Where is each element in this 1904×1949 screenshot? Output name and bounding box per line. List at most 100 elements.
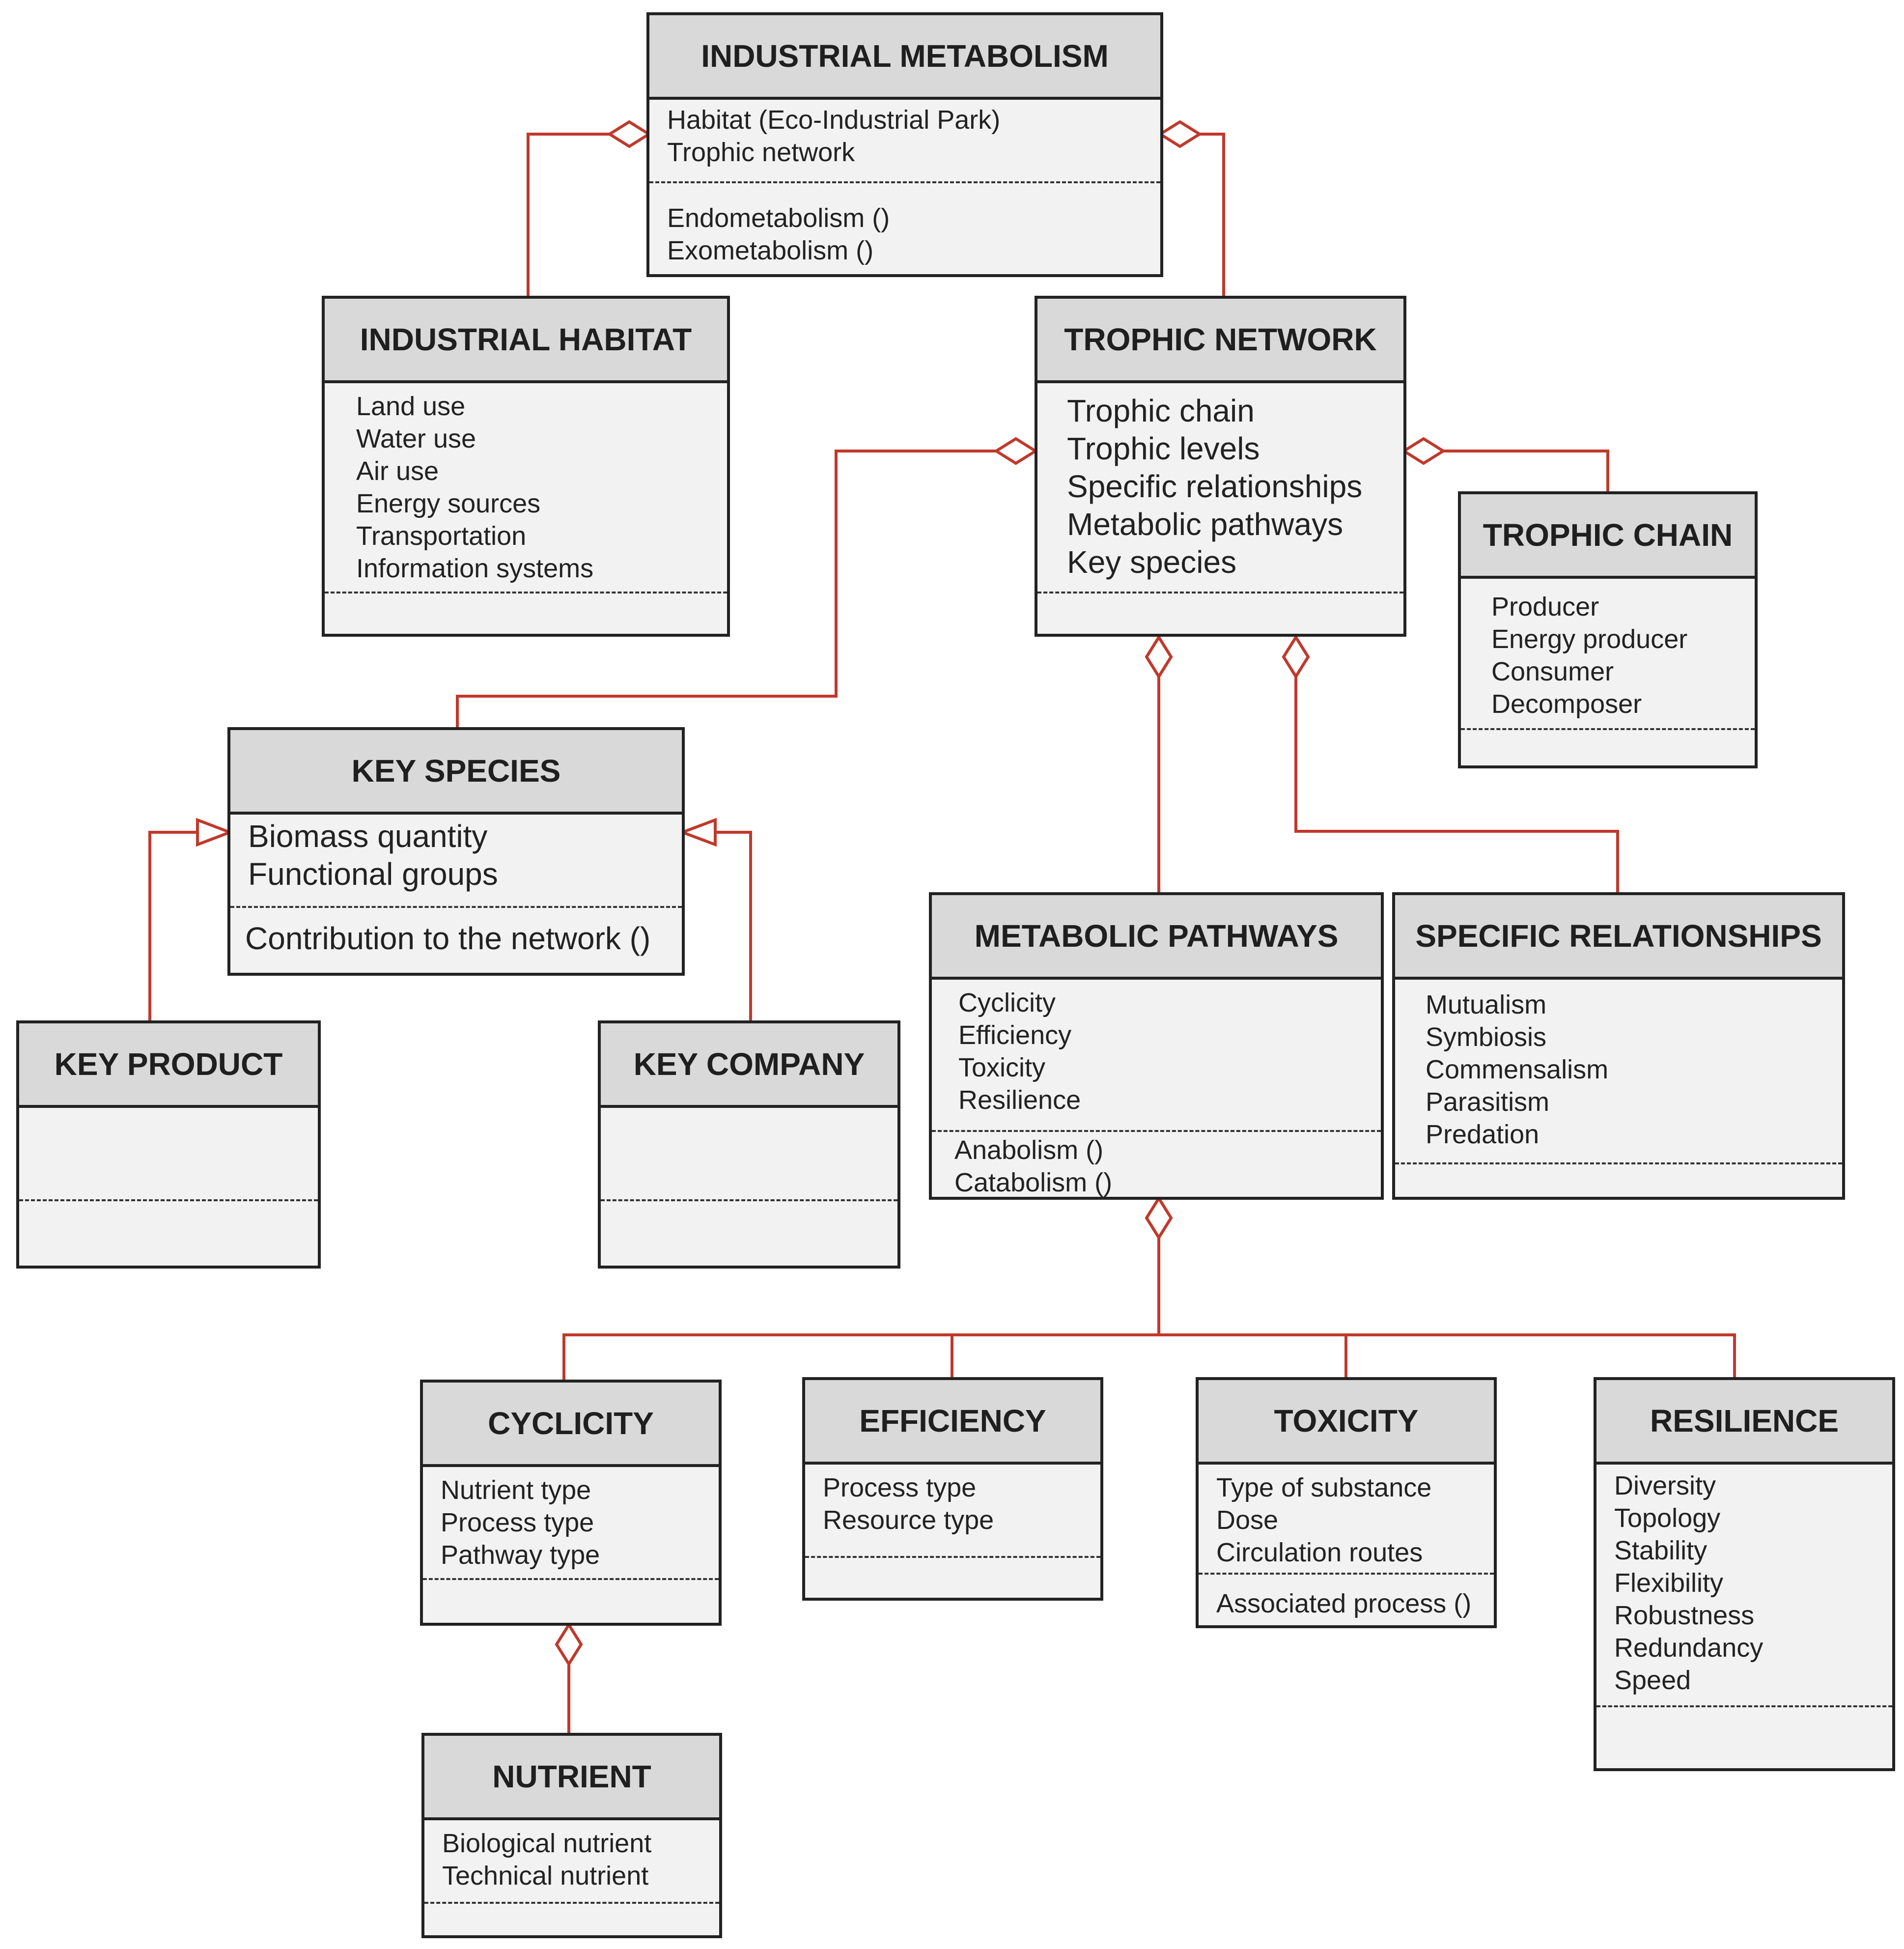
class-title: EFFICIENCY bbox=[805, 1380, 1100, 1465]
class-attributes bbox=[601, 1108, 897, 1201]
operation-item: Anabolism () bbox=[954, 1135, 1104, 1165]
attribute-item: Nutrient type bbox=[441, 1475, 591, 1505]
class-attributes bbox=[19, 1108, 318, 1201]
class-title: TOXICITY bbox=[1199, 1380, 1494, 1465]
class-box-resilience: RESILIENCE Diversity Topology Stability … bbox=[1594, 1377, 1895, 1771]
class-title: KEY SPECIES bbox=[230, 730, 682, 815]
attribute-item: Toxicity bbox=[958, 1053, 1046, 1082]
attribute-item: Functional groups bbox=[248, 856, 498, 892]
class-title: RESILIENCE bbox=[1596, 1380, 1892, 1465]
class-box-cyclicity: CYCLICITY Nutrient type Process type Pat… bbox=[420, 1380, 722, 1626]
attribute-item: Pathway type bbox=[441, 1540, 600, 1570]
attribute-item: Circulation routes bbox=[1216, 1538, 1423, 1567]
attribute-item: Air use bbox=[356, 456, 439, 486]
connector-trophic-network-to-metabolism bbox=[1200, 133, 1225, 296]
attribute-item: Parasitism bbox=[1426, 1087, 1550, 1117]
aggregation-diamond-icon bbox=[1157, 120, 1203, 148]
aggregation-diamond-icon bbox=[1401, 437, 1446, 465]
attribute-item: Trophic network bbox=[667, 138, 855, 167]
attribute-item: Technical nutrient bbox=[442, 1861, 649, 1891]
class-title: TROPHIC CHAIN bbox=[1461, 494, 1755, 579]
attribute-item: Dose bbox=[1216, 1505, 1279, 1535]
attribute-item: Symbiosis bbox=[1426, 1022, 1547, 1052]
attribute-item: Habitat (Eco-Industrial Park) bbox=[667, 105, 1001, 135]
class-box-trophic-chain: TROPHIC CHAIN Producer Energy producer C… bbox=[1458, 491, 1758, 768]
class-title: INDUSTRIAL HABITAT bbox=[325, 299, 727, 383]
aggregation-diamond-icon bbox=[993, 437, 1038, 465]
class-attributes: Trophic chain Trophic levels Specific re… bbox=[1037, 383, 1403, 593]
attribute-item: Flexibility bbox=[1614, 1568, 1724, 1598]
class-attributes: Producer Energy producer Consumer Decomp… bbox=[1461, 579, 1755, 730]
attribute-item: Key species bbox=[1067, 544, 1237, 580]
attribute-item: Biological nutrient bbox=[442, 1829, 652, 1858]
class-attributes: Biomass quantity Functional groups bbox=[230, 815, 682, 908]
class-title: TROPHIC NETWORK bbox=[1037, 299, 1403, 383]
class-box-metabolic-pathways: METABOLIC PATHWAYS Cyclicity Efficiency … bbox=[929, 892, 1384, 1200]
class-box-specific-relationships: SPECIFIC RELATIONSHIPS Mutualism Symbios… bbox=[1392, 892, 1845, 1200]
attribute-item: Process type bbox=[823, 1473, 977, 1502]
class-attributes: Diversity Topology Stability Flexibility… bbox=[1596, 1465, 1892, 1707]
attribute-item: Trophic levels bbox=[1067, 431, 1260, 466]
class-box-nutrient: NUTRIENT Biological nutrient Technical n… bbox=[421, 1733, 722, 1938]
class-box-key-company: KEY COMPANY bbox=[598, 1020, 900, 1269]
connector-key-species-to-network bbox=[456, 450, 996, 727]
attribute-item: Robustness bbox=[1614, 1601, 1755, 1630]
connector-habitat-to-metabolism bbox=[527, 133, 610, 296]
class-attributes: Land use Water use Air use Energy source… bbox=[325, 383, 727, 593]
class-box-toxicity: TOXICITY Type of substance Dose Circulat… bbox=[1196, 1377, 1497, 1628]
class-operations: Associated process () bbox=[1199, 1575, 1494, 1620]
class-box-trophic-network: TROPHIC NETWORK Trophic chain Trophic le… bbox=[1035, 296, 1406, 637]
aggregation-diamond-icon bbox=[1145, 1195, 1173, 1241]
connector-trophic-chain-to-network bbox=[1443, 450, 1609, 491]
class-title: INDUSTRIAL METABOLISM bbox=[649, 15, 1160, 100]
aggregation-diamond-icon bbox=[555, 1622, 583, 1667]
class-attributes: Process type Resource type bbox=[805, 1465, 1100, 1558]
attribute-item: Redundancy bbox=[1614, 1633, 1764, 1663]
attribute-item: Producer bbox=[1491, 592, 1599, 621]
class-box-key-species: KEY SPECIES Biomass quantity Functional … bbox=[227, 727, 685, 976]
operation-item: Exometabolism () bbox=[667, 236, 874, 265]
connector-specific-relationships-to-network bbox=[1294, 677, 1619, 892]
aggregation-diamond-icon bbox=[1145, 634, 1173, 679]
attribute-item: Trophic chain bbox=[1067, 393, 1255, 428]
attribute-item: Resilience bbox=[958, 1085, 1081, 1115]
attribute-item: Diversity bbox=[1614, 1471, 1716, 1500]
class-title: CYCLICITY bbox=[423, 1383, 719, 1467]
class-box-industrial-metabolism: INDUSTRIAL METABOLISM Habitat (Eco-Indus… bbox=[646, 12, 1163, 277]
attribute-item: Water use bbox=[356, 424, 476, 453]
class-operations: Endometabolism () Exometabolism () bbox=[649, 183, 1160, 267]
connector-bus bbox=[562, 1333, 1736, 1380]
attribute-item: Mutualism bbox=[1426, 990, 1547, 1019]
class-attributes: Cyclicity Efficiency Toxicity Resilience bbox=[932, 980, 1381, 1132]
generalization-arrow-icon bbox=[196, 818, 234, 847]
class-box-key-product: KEY PRODUCT bbox=[16, 1020, 321, 1269]
attribute-item: Biomass quantity bbox=[248, 819, 488, 854]
class-title: SPECIFIC RELATIONSHIPS bbox=[1395, 895, 1842, 980]
attribute-item: Process type bbox=[441, 1508, 594, 1537]
attribute-item: Type of substance bbox=[1216, 1473, 1432, 1502]
attribute-item: Speed bbox=[1614, 1666, 1691, 1695]
operation-item: Endometabolism () bbox=[667, 203, 890, 233]
attribute-item: Transportation bbox=[356, 521, 527, 551]
class-title: KEY COMPANY bbox=[601, 1023, 897, 1108]
connector-key-product-to-key-species bbox=[148, 831, 197, 1020]
operation-item: Associated process () bbox=[1216, 1589, 1472, 1618]
class-attributes: Mutualism Symbiosis Commensalism Parasit… bbox=[1395, 980, 1842, 1164]
aggregation-diamond-icon bbox=[1282, 634, 1310, 679]
attribute-item: Resource type bbox=[823, 1505, 994, 1535]
attribute-item: Specific relationships bbox=[1067, 469, 1363, 504]
class-attributes: Type of substance Dose Circulation route… bbox=[1199, 1465, 1494, 1575]
attribute-item: Energy producer bbox=[1491, 624, 1688, 654]
attribute-item: Efficiency bbox=[958, 1020, 1072, 1050]
class-attributes: Biological nutrient Technical nutrient bbox=[424, 1820, 719, 1904]
attribute-item: Predation bbox=[1426, 1120, 1540, 1149]
attribute-item: Cyclicity bbox=[958, 988, 1056, 1017]
class-title: METABOLIC PATHWAYS bbox=[932, 895, 1381, 980]
attribute-item: Land use bbox=[356, 392, 466, 421]
connector-key-company-to-key-species bbox=[715, 831, 752, 1020]
class-title: NUTRIENT bbox=[424, 1736, 719, 1820]
operation-item: Contribution to the network () bbox=[245, 921, 651, 956]
class-operations: Anabolism () Catabolism () bbox=[932, 1132, 1381, 1199]
attribute-item: Commensalism bbox=[1426, 1055, 1609, 1084]
class-operations: Contribution to the network () bbox=[230, 908, 682, 958]
